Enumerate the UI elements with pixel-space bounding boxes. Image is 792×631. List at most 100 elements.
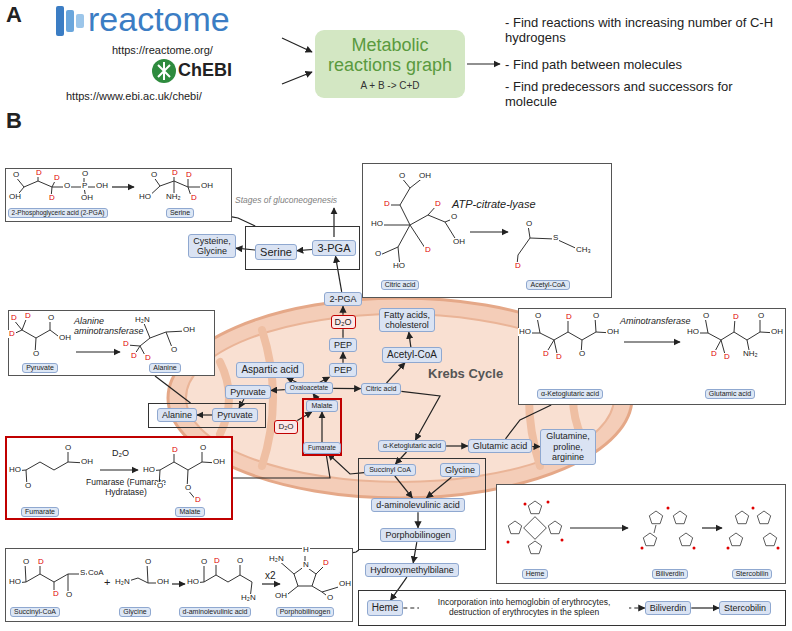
arrow-connector bbox=[532, 446, 540, 447]
metabolite-box: Pyruvate bbox=[212, 408, 258, 422]
structure-bonds bbox=[11, 174, 777, 599]
node-text: Serine bbox=[170, 209, 190, 217]
molecule-label: Porphobilinogen bbox=[276, 607, 335, 617]
atom-label: OH bbox=[274, 592, 288, 600]
arrow-connector bbox=[271, 389, 285, 391]
inset-panel: HemeBiliverdinStercobilin bbox=[496, 484, 786, 584]
molecule-label: Glycine bbox=[119, 607, 150, 617]
atom-label: H₂N bbox=[240, 594, 257, 602]
arrow-connector bbox=[353, 550, 359, 553]
atom-label: D bbox=[10, 314, 18, 322]
node-text: Citric acid bbox=[366, 385, 397, 393]
atom-label: D bbox=[24, 312, 32, 320]
reagent-box: D₂O bbox=[331, 315, 356, 329]
node-text: 2-PGA bbox=[329, 294, 356, 304]
node-text: Malate bbox=[179, 508, 200, 516]
metabolite-box: 2-PGA bbox=[324, 292, 361, 306]
arrow-connector bbox=[155, 376, 191, 403]
atom-label: O bbox=[24, 482, 32, 490]
atom-label: H₂N bbox=[134, 316, 151, 324]
atom-label: O bbox=[236, 557, 244, 565]
metabolite-box: Serine bbox=[255, 244, 297, 261]
node-text: 3-PGA bbox=[317, 242, 350, 255]
atom-label: OH bbox=[418, 172, 432, 180]
metabolite-box: Glutamic acid bbox=[468, 439, 533, 453]
atom-label: OH bbox=[156, 578, 170, 586]
molecule-label: Biliverdin bbox=[652, 569, 688, 579]
atom-label: O bbox=[757, 312, 765, 320]
atom-label: D bbox=[130, 352, 138, 360]
atom-label: D bbox=[122, 340, 130, 348]
atom-label: CH₃ bbox=[575, 246, 592, 254]
node-text: Fumarate bbox=[308, 444, 336, 451]
atom-label: O bbox=[199, 444, 207, 452]
metabolite-box: Pyruvate bbox=[225, 385, 271, 399]
atom-label: D bbox=[37, 558, 45, 566]
node-text: Biliverdin bbox=[656, 570, 684, 578]
molecule-label: Succinyl-CoA bbox=[10, 607, 60, 617]
atom-label: O bbox=[47, 314, 55, 322]
metabolite-box: 3-PGA bbox=[312, 240, 355, 257]
arrow-connector bbox=[232, 217, 255, 226]
metabolite-box: Fatty acids, cholesterol bbox=[379, 308, 435, 333]
node-text: α-Ketoglutaric acid bbox=[383, 442, 441, 450]
atom-label: OH bbox=[606, 328, 620, 336]
atom-label: OH bbox=[452, 238, 466, 246]
text-label: Alanine aminotransferase bbox=[74, 316, 130, 337]
text-label: + bbox=[104, 576, 110, 589]
arrow-connector bbox=[197, 414, 212, 415]
node-text: Acetyl-CoA bbox=[387, 349, 437, 361]
inset-panel: Citric acidAcetyl-CoA bbox=[362, 163, 612, 298]
node-text: A + B -> C+D bbox=[323, 80, 457, 92]
atom-label: OH bbox=[8, 193, 22, 201]
atom-label: O bbox=[450, 213, 458, 221]
atom-label: D bbox=[322, 559, 330, 567]
atom-label: OH bbox=[80, 194, 94, 202]
text-label: ATP-citrate-lyase bbox=[452, 198, 536, 211]
atom-label: S bbox=[552, 234, 559, 242]
atom-label: O bbox=[525, 220, 533, 228]
arrow-connector bbox=[401, 391, 440, 440]
atom-label: HO bbox=[186, 578, 200, 586]
node-text: Citric acid bbox=[385, 281, 416, 289]
metabolite-box: Oxaloacetate bbox=[285, 382, 333, 393]
arrow-connector bbox=[233, 456, 330, 478]
arrow-connector bbox=[409, 332, 411, 347]
atom-label: O bbox=[374, 250, 382, 258]
atom-label: D bbox=[424, 246, 432, 254]
atom-label: O bbox=[156, 482, 164, 490]
node-text: d-aminolevulinic acid bbox=[183, 608, 248, 616]
atom-label: HO bbox=[138, 193, 152, 201]
metabolite-box: Hydroxymethylbilane bbox=[365, 563, 459, 577]
arrow-connector bbox=[387, 363, 405, 383]
metabolite-box: Glutamine, proline, arginine bbox=[540, 429, 596, 464]
node-text: α-Ketoglutaric acid bbox=[541, 390, 599, 398]
group-outline: AlaninePyruvate bbox=[148, 403, 266, 428]
atom-label: O bbox=[65, 591, 73, 599]
atom-label: OH bbox=[200, 182, 214, 190]
atom-label: D bbox=[723, 353, 731, 361]
metabolite-box: Glycine bbox=[440, 463, 480, 477]
atom-label: D bbox=[185, 171, 193, 179]
node-text: D₂O bbox=[335, 317, 352, 327]
text-label: - Find path between molecules bbox=[505, 58, 682, 73]
node-text: Pyruvate bbox=[26, 364, 54, 372]
edge-label: Incorporation into hemoglobin of erythro… bbox=[419, 598, 629, 618]
atom-label: O bbox=[12, 171, 20, 179]
atom-label: OH bbox=[212, 458, 226, 466]
node-text: Porphobilinogen bbox=[280, 608, 331, 616]
atom-label: O bbox=[534, 312, 542, 320]
arrow-connector bbox=[413, 542, 417, 563]
atom-label: D bbox=[8, 330, 16, 338]
inset-ground bbox=[5, 163, 786, 622]
metabolite-box: Stercobilin bbox=[719, 601, 771, 615]
atom-label: O bbox=[144, 558, 152, 566]
molecule-label: Stercobilin bbox=[732, 569, 773, 579]
arrow-connector bbox=[336, 256, 342, 292]
atom-label: OH bbox=[338, 580, 352, 588]
atom-label: OH bbox=[95, 182, 109, 190]
node-text: Heme bbox=[372, 602, 399, 614]
text-label: Krebs Cycle bbox=[428, 367, 503, 382]
text-label: x2 bbox=[265, 570, 276, 582]
node-text: d-aminolevulinic acid bbox=[376, 500, 460, 510]
